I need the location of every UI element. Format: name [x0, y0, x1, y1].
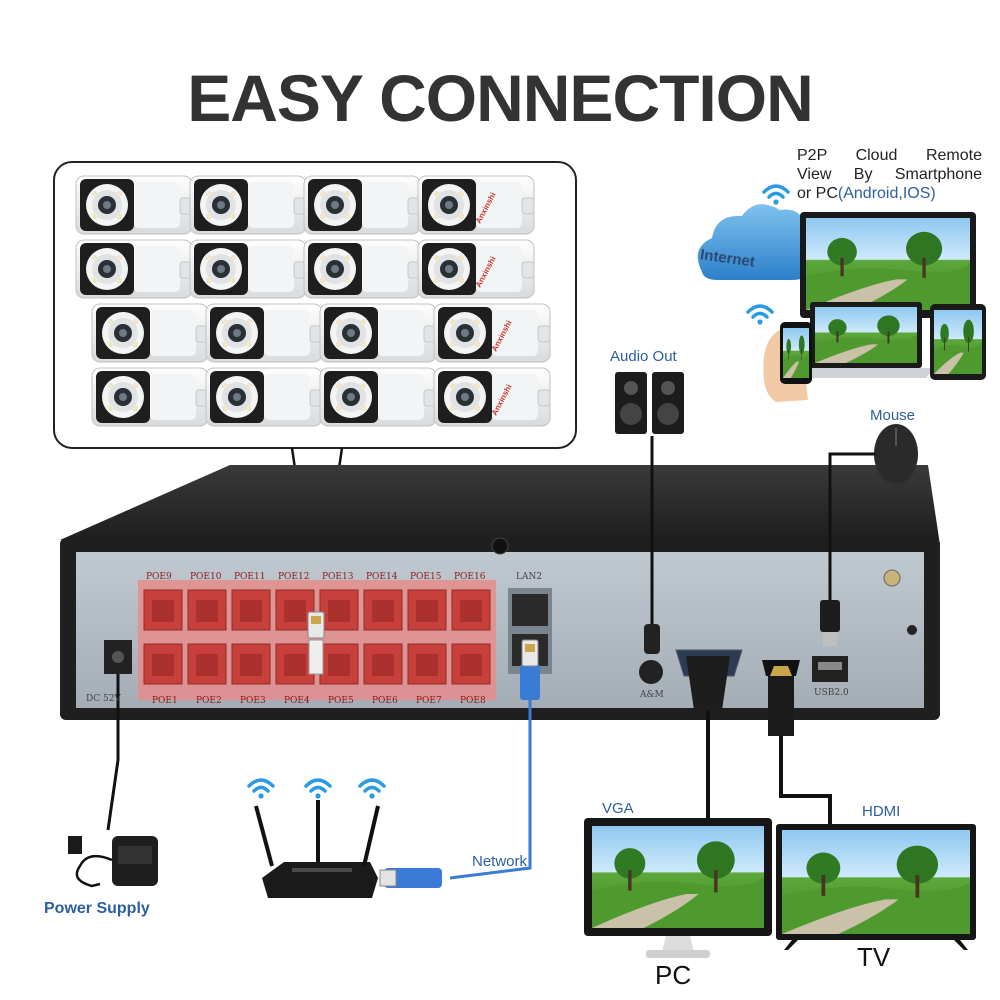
- poe-label: POE13: [322, 572, 354, 582]
- wifi-icon: [358, 778, 386, 801]
- poe-port-socket: [372, 654, 394, 676]
- camera: [205, 367, 323, 427]
- hdmi-label: HDMI: [862, 803, 901, 820]
- wifi-icon: [304, 778, 332, 801]
- camera: [303, 175, 421, 235]
- pc-monitor: [584, 818, 772, 958]
- poe-port-socket: [152, 600, 174, 622]
- wifi-icon: [762, 184, 790, 207]
- tv-label: TV: [857, 942, 891, 972]
- p2p-remote-text: P2P Cloud Remote View By Smartphone or P…: [797, 146, 982, 203]
- audio-out-label: Audio Out: [610, 348, 677, 365]
- mouse: [874, 424, 918, 484]
- router: [254, 800, 380, 898]
- poe-port-socket: [372, 600, 394, 622]
- poe-port: [231, 643, 271, 685]
- poe-port-socket: [196, 654, 218, 676]
- poe-label: POE8: [460, 696, 486, 706]
- nvr-device: [60, 465, 940, 720]
- camera: [75, 175, 193, 235]
- poe-label: POE14: [366, 572, 398, 582]
- speakers: [615, 372, 684, 434]
- camera: [433, 303, 551, 363]
- dc-label: DC 52V: [86, 694, 121, 704]
- wifi-icon: [746, 304, 774, 327]
- wifi-icon: [247, 778, 275, 801]
- poe-label: POE11: [234, 572, 266, 582]
- camera: [433, 367, 551, 427]
- power-adapter: [68, 836, 158, 888]
- laptop-small: [800, 302, 934, 378]
- laptop: [800, 212, 976, 318]
- poe-port-socket: [240, 600, 262, 622]
- poe-label: POE4: [284, 696, 310, 706]
- p2p-line-3-prefix: or PC: [797, 185, 838, 202]
- camera: [303, 239, 421, 299]
- poe-port-socket: [196, 600, 218, 622]
- poe-label: POE16: [454, 572, 486, 582]
- poe-label: POE6: [372, 696, 398, 706]
- audio-port: [639, 660, 663, 684]
- poe-port-socket: [152, 654, 174, 676]
- poe-label: POE15: [410, 572, 442, 582]
- usb-label: USB2.0: [814, 688, 849, 698]
- poe-port-socket: [416, 600, 438, 622]
- internet-cloud-icon: [697, 204, 820, 280]
- lan-label: LAN2: [516, 572, 543, 582]
- poe-label: POE5: [328, 696, 354, 706]
- mouse-cable: [828, 452, 876, 600]
- camera: [417, 239, 535, 299]
- poe-port-socket: [328, 600, 350, 622]
- page-title: EASY CONNECTION: [187, 61, 814, 135]
- camera: [205, 303, 323, 363]
- power-supply-label: Power Supply: [44, 900, 150, 917]
- poe-label: POE1: [152, 696, 178, 706]
- poe-port: [451, 589, 491, 631]
- poe-label: POE9: [146, 572, 172, 582]
- poe-port-socket: [416, 654, 438, 676]
- camera: [189, 239, 307, 299]
- poe-label: POE10: [190, 572, 222, 582]
- camera: [417, 175, 535, 235]
- p2p-line-3-accent: (Android,IOS): [837, 185, 936, 202]
- poe-port-socket: [240, 654, 262, 676]
- poe-port-socket: [328, 654, 350, 676]
- poe-port-socket: [284, 600, 306, 622]
- camera-rj45-plug: [307, 611, 325, 639]
- poe-port-socket: [284, 654, 306, 676]
- poe-label: POE3: [240, 696, 266, 706]
- poe-label: POE2: [196, 696, 222, 706]
- poe-port-socket: [460, 600, 482, 622]
- pc-label: PC: [655, 960, 692, 990]
- lan-rj45-plug: [521, 639, 539, 667]
- camera: [319, 367, 437, 427]
- am-label: A&M: [640, 690, 664, 700]
- camera: [91, 367, 209, 427]
- mouse-label: Mouse: [870, 407, 916, 424]
- p2p-line-2: View By Smartphone: [797, 166, 982, 183]
- smartphone: [763, 322, 812, 402]
- poe-label: POE7: [416, 696, 442, 706]
- network-label: Network: [472, 853, 528, 870]
- tablet: [930, 304, 986, 380]
- camera: [319, 303, 437, 363]
- camera: [91, 303, 209, 363]
- p2p-line-3: or PC(Android,IOS): [797, 185, 936, 202]
- vga-label: VGA: [602, 800, 634, 817]
- poe-label: POE12: [278, 572, 310, 582]
- p2p-line-1: P2P Cloud Remote: [797, 147, 982, 164]
- poe-port-socket: [460, 654, 482, 676]
- lan-port: [512, 594, 548, 626]
- network-cable: [449, 700, 532, 880]
- power-cable: [106, 674, 120, 831]
- camera: [189, 175, 307, 235]
- camera: [75, 239, 193, 299]
- hdmi-cable: [779, 736, 832, 826]
- tv: [776, 824, 976, 950]
